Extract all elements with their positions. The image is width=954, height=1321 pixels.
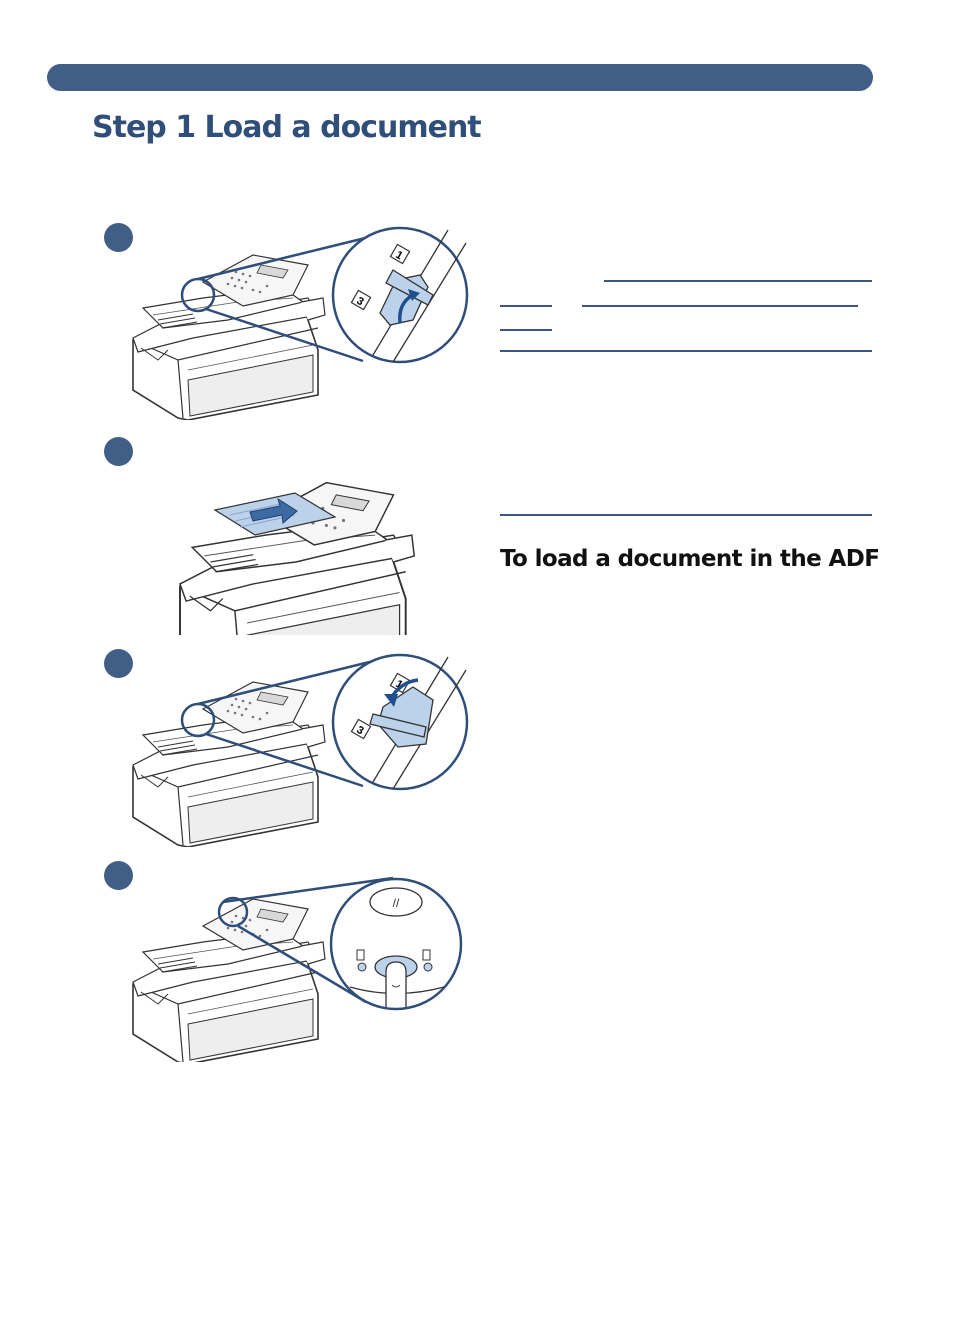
callout-label-1: 1 [393,249,404,262]
step-4-marker [104,861,133,890]
section-rule [500,514,872,516]
section-heading: To load a document in the ADF [500,546,880,572]
callout-label-3: 3 [354,724,365,737]
header-bar [47,64,873,91]
step-1-marker [104,223,133,252]
text-rule [500,305,552,307]
step-3-marker [104,649,133,678]
section-rule [500,350,872,352]
button-glyph: // [393,896,400,910]
text-rule [604,280,872,282]
scanner-button-press-icon: // [132,876,463,1062]
text-rule [582,305,858,307]
scanner-document-feed-icon [179,481,416,635]
callout-label-1: 1 [393,678,404,691]
scanner-lever-position-icon: 3 1 [132,226,469,420]
page-title: Step 1 Load a document [92,110,482,145]
text-rule [500,329,552,331]
scanner-lever-position-icon: 3 1 [132,653,469,847]
callout-label-3: 3 [354,295,365,308]
step-2-marker [104,437,133,466]
